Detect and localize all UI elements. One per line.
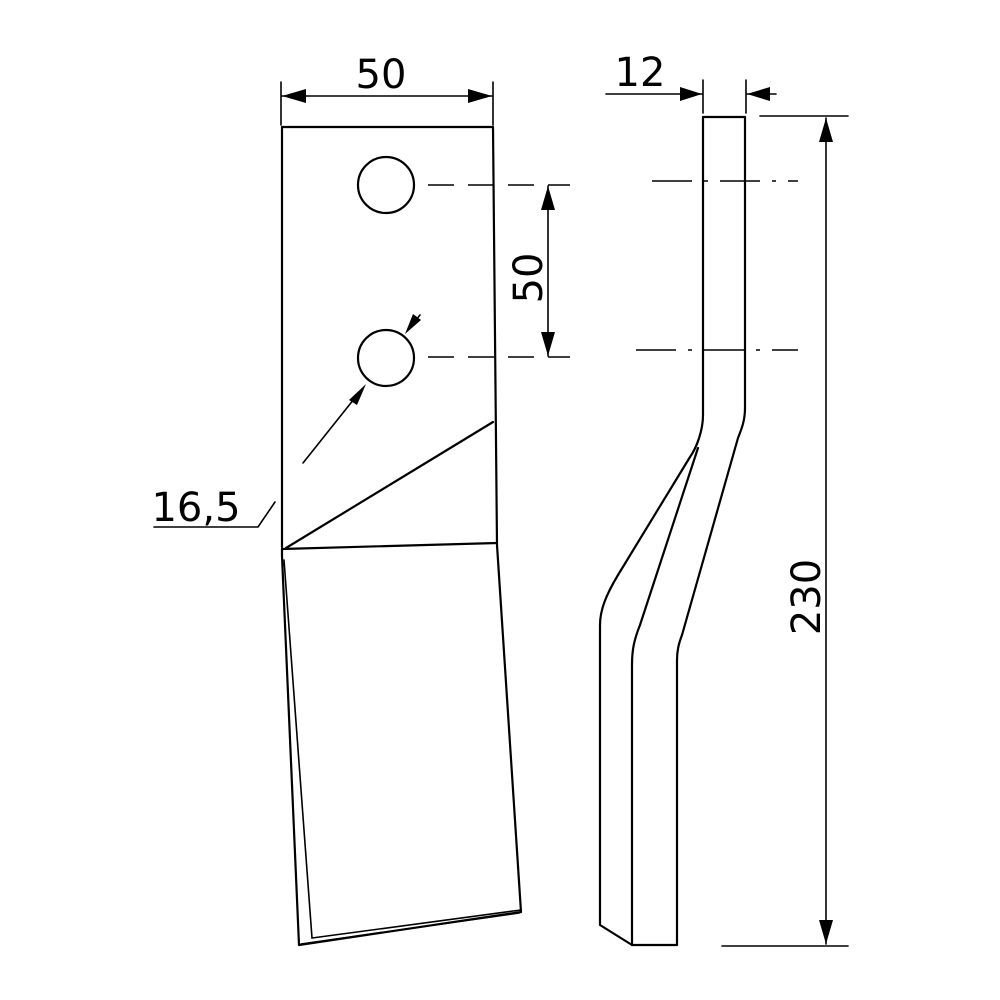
thickness-dimension: 12 xyxy=(605,50,777,114)
dimension-arrowhead xyxy=(541,186,555,210)
hole-diameter-label: 16,5 xyxy=(151,485,240,531)
front-view-outline-upper xyxy=(280,125,499,549)
dimension-arrowhead xyxy=(468,89,492,103)
hole-diameter-dimension: 16,5 xyxy=(151,314,421,531)
side-view-outline-right xyxy=(630,115,747,947)
top-width-dimension: 50 xyxy=(280,52,494,126)
dimension-arrowhead xyxy=(747,87,770,101)
front-view-bevel-line xyxy=(284,420,495,550)
front-view-edge-bevel-inner xyxy=(300,912,520,945)
front-view-outline-lower xyxy=(280,543,523,947)
dimension-arrowhead xyxy=(349,384,366,405)
dimension-arrowhead xyxy=(282,89,306,103)
hole-spacing-label: 50 xyxy=(506,253,552,304)
dimension-arrowhead xyxy=(541,332,555,356)
top-width-label: 50 xyxy=(356,52,407,98)
thickness-label: 12 xyxy=(615,50,666,96)
mounting-hole-bottom xyxy=(356,328,416,388)
dimension-arrowhead xyxy=(819,920,833,944)
side-view-inner-bevel xyxy=(630,446,700,947)
front-view-edge-bevel xyxy=(283,559,522,939)
total-height-dimension: 230 xyxy=(721,115,849,947)
side-view xyxy=(598,115,798,947)
front-view xyxy=(280,125,570,947)
front-view-crease-line xyxy=(280,541,499,551)
dimension-arrowhead xyxy=(405,314,421,334)
dimension-arrowhead xyxy=(680,87,702,101)
side-view-outline-left xyxy=(598,115,705,947)
total-height-label: 230 xyxy=(784,559,830,635)
mounting-hole-top xyxy=(356,155,416,215)
dimension-arrowhead xyxy=(819,118,833,142)
hole-spacing-dimension: 50 xyxy=(506,185,555,357)
